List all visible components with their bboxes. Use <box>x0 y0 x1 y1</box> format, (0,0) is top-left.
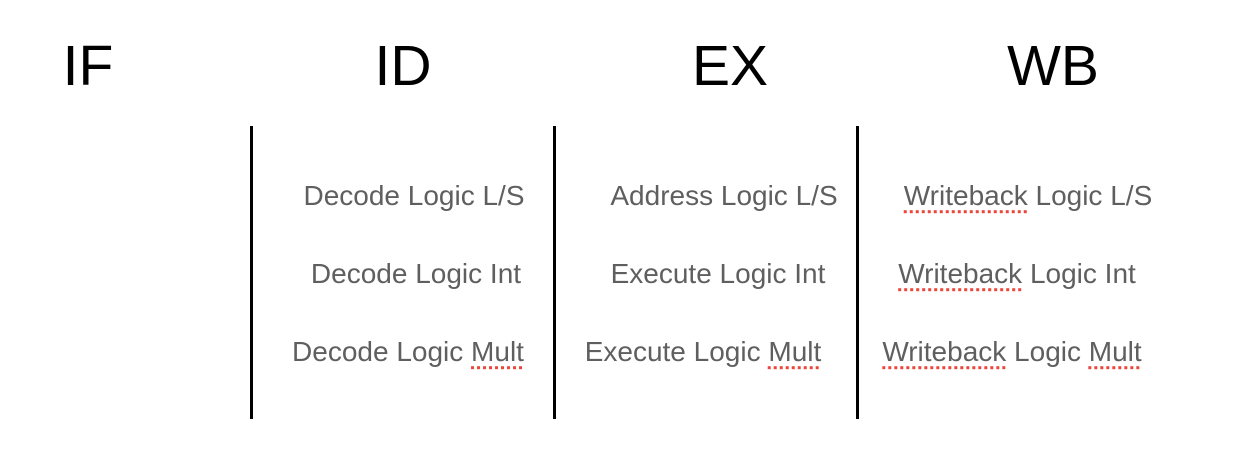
divider-id-ex <box>553 126 556 419</box>
misspelled-word: Writeback <box>898 258 1023 290</box>
stage-header-wb[interactable]: WB <box>1007 34 1099 98</box>
cell-text: Decode Logic <box>292 336 472 368</box>
cell-text: Address Logic L/S <box>610 180 838 212</box>
cell-writeback-logic-int[interactable]: Writeback Logic Int <box>898 257 1136 291</box>
cell-address-logic-ls[interactable]: Address Logic L/S <box>610 179 837 213</box>
cell-decode-logic-int[interactable]: Decode Logic Int <box>311 257 521 291</box>
cell-decode-logic-ls[interactable]: Decode Logic L/S <box>303 179 524 213</box>
cell-writeback-logic-mult[interactable]: Writeback Logic Mult <box>882 335 1141 369</box>
misspelled-word: Mult <box>1088 336 1142 368</box>
stage-header-id[interactable]: ID <box>374 34 432 98</box>
cell-writeback-logic-ls[interactable]: Writeback Logic L/S <box>904 179 1153 213</box>
cell-text: Execute Logic <box>584 336 769 368</box>
cell-text: Logic L/S <box>1027 180 1153 212</box>
cell-text: Decode Logic Int <box>310 258 522 290</box>
cell-text: Execute Logic Int <box>610 258 826 290</box>
stage-header-ex[interactable]: EX <box>691 34 769 98</box>
misspelled-word: Mult <box>768 336 822 368</box>
cell-decode-logic-mult[interactable]: Decode Logic Mult <box>292 335 524 369</box>
misspelled-word: Writeback <box>903 180 1028 212</box>
cell-execute-logic-mult[interactable]: Execute Logic Mult <box>585 335 822 369</box>
misspelled-word: Writeback <box>882 336 1007 368</box>
divider-ex-wb <box>856 126 859 419</box>
cell-text: Logic <box>1006 336 1089 368</box>
stage-header-if[interactable]: IF <box>62 34 114 98</box>
cell-text: Decode Logic L/S <box>303 180 525 212</box>
cell-execute-logic-int[interactable]: Execute Logic Int <box>611 257 826 291</box>
cell-text: Logic Int <box>1022 258 1136 290</box>
misspelled-word: Mult <box>471 336 524 368</box>
divider-if-id <box>250 126 253 419</box>
